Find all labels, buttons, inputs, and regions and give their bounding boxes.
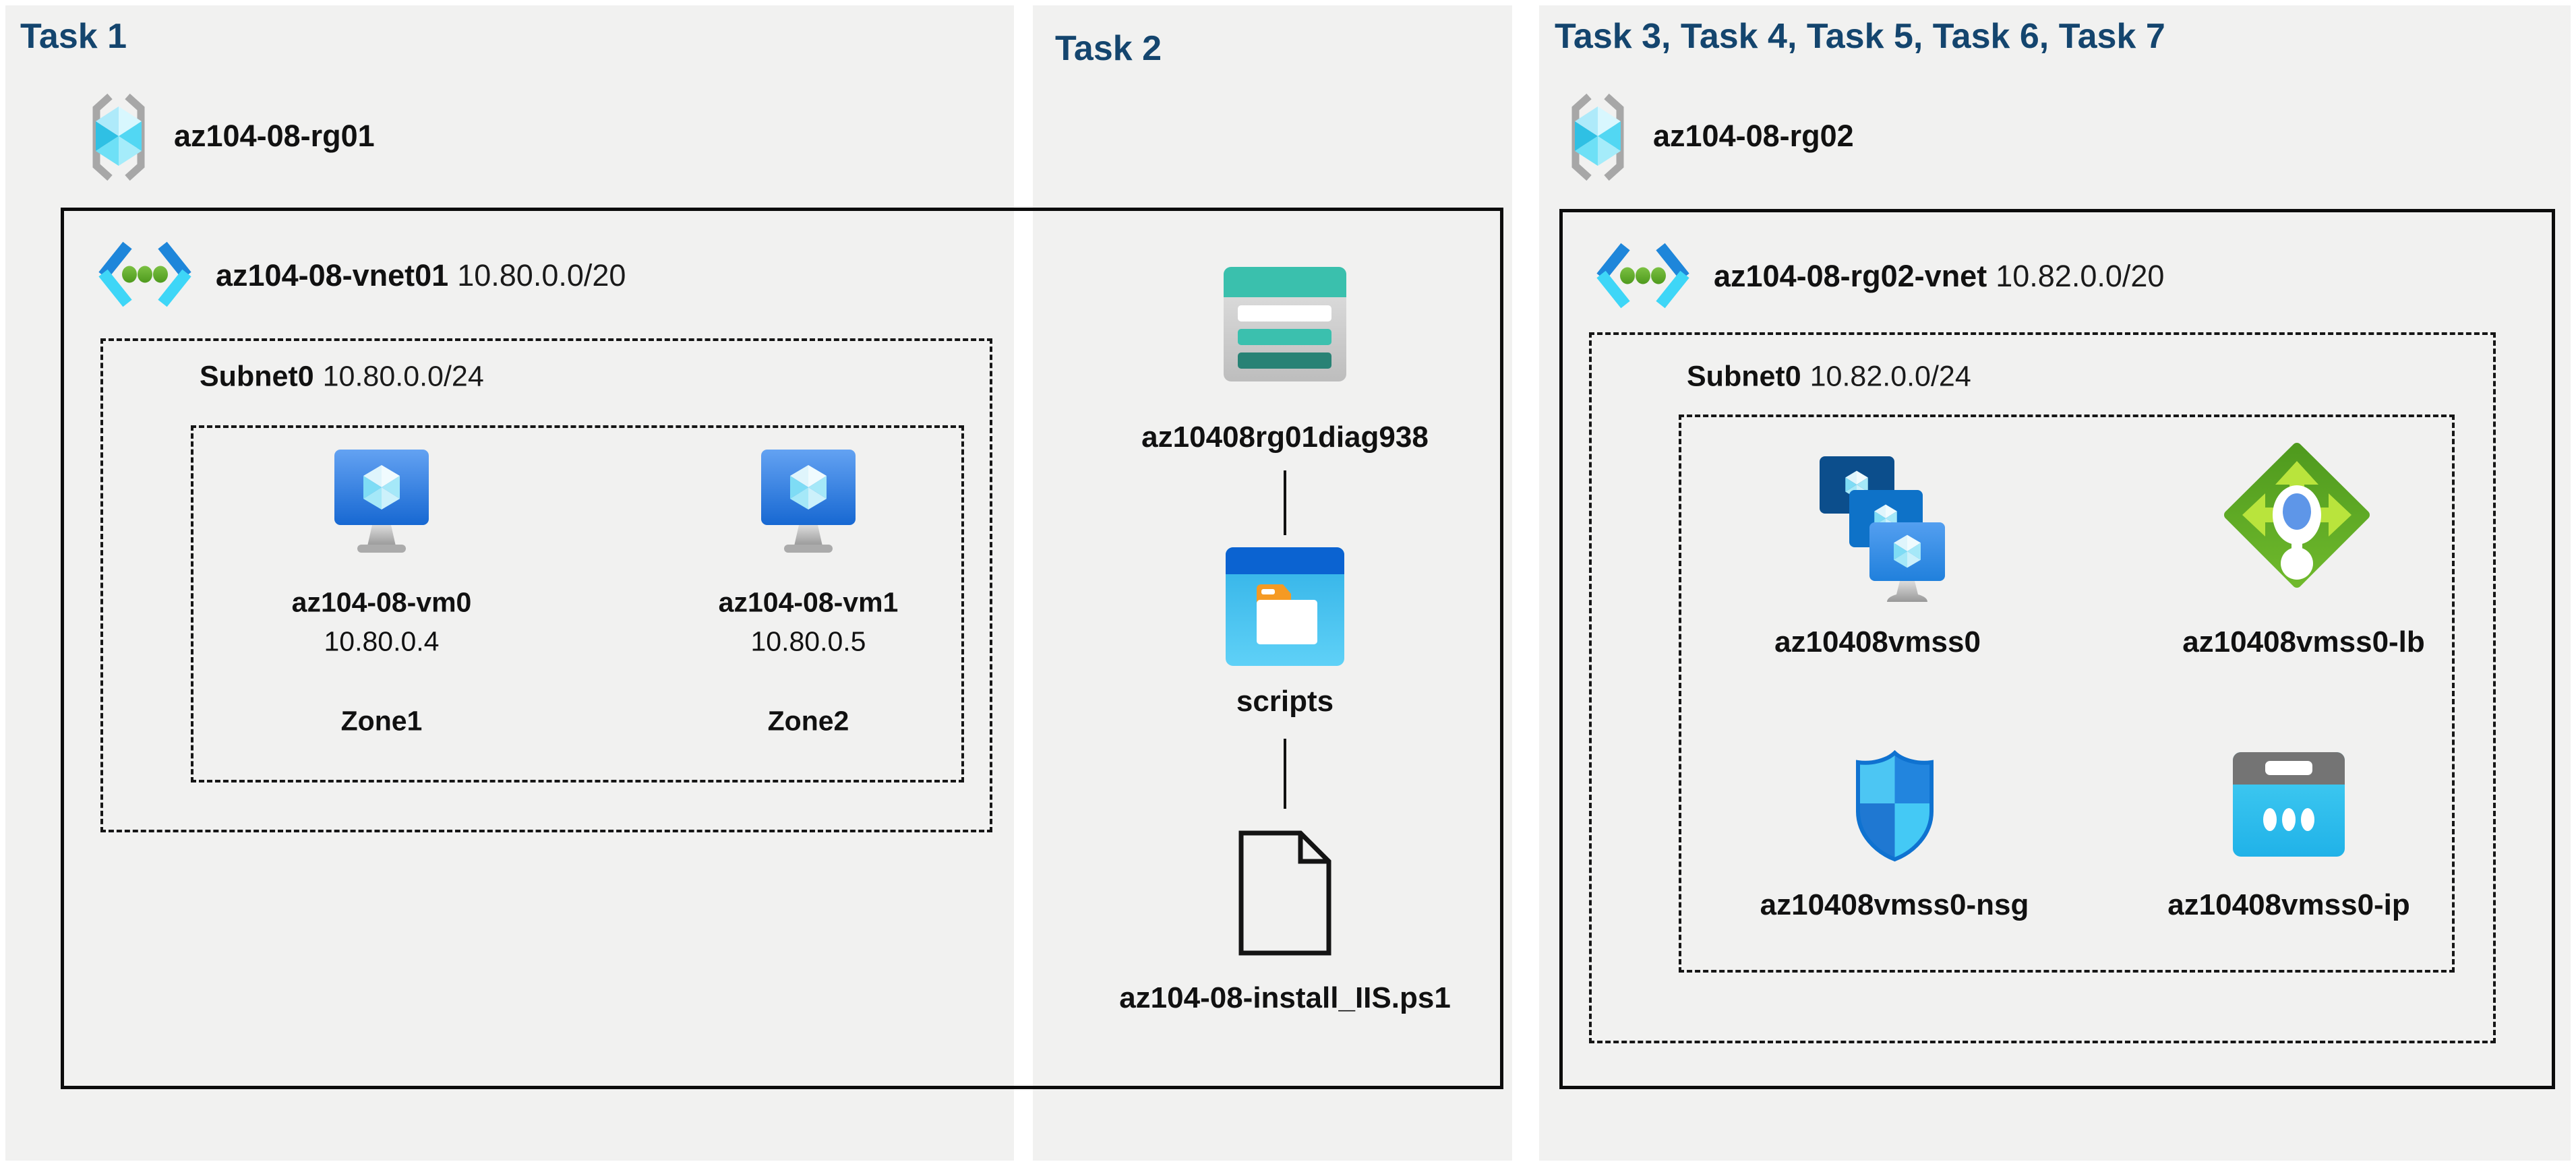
storage-account-icon (1224, 267, 1346, 381)
connector-line-scripts-file (1284, 739, 1286, 809)
vmss-inner-box-task3 (1679, 415, 2455, 973)
vnet02-name: az104-08-rg02-vnet (1714, 259, 1987, 293)
subnet0-cidr-task1: 10.80.0.0/24 (322, 360, 484, 393)
storage-account-label: az10408rg01diag938 (1141, 421, 1429, 454)
ps1-file-label: az104-08-install_IIS.ps1 (1119, 981, 1451, 1014)
load-balancer-label: az10408vmss0-lb (2182, 625, 2425, 658)
resource-group-icon (1571, 93, 1624, 181)
vnet02-label: az104-08-rg02-vnet 10.82.0.0/20 (1714, 259, 2164, 294)
vm0-ip: 10.80.0.4 (324, 625, 440, 657)
vm0-name: az104-08-vm0 (291, 586, 472, 618)
public-ip-label: az10408vmss0-ip (2167, 888, 2410, 921)
scripts-label: scripts (1236, 685, 1334, 718)
task2-title: Task 2 (1055, 29, 1162, 68)
public-ip-icon (2233, 752, 2345, 857)
panel-task1 (5, 5, 1014, 1161)
task1-title: Task 1 (20, 17, 127, 56)
vm0-zone: Zone1 (340, 705, 423, 737)
vnet-icon (98, 241, 191, 307)
task3-title: Task 3, Task 4, Task 5, Task 6, Task 7 (1555, 17, 2165, 56)
vm1-ip: 10.80.0.5 (750, 625, 866, 657)
subnet0-box-task3 (1589, 332, 2496, 1043)
vmss-label: az10408vmss0 (1774, 625, 1981, 658)
subnet0-name-task1: Subnet0 (200, 360, 314, 393)
resource-group-icon (92, 93, 145, 181)
vnet01-container-box (61, 208, 1503, 1089)
vm1-zone: Zone2 (767, 705, 849, 737)
subnet0-cidr-task3: 10.82.0.0/24 (1809, 360, 1971, 393)
vmss-icon (1820, 456, 1945, 602)
virtual-machine-icon (334, 450, 429, 553)
vm1-name: az104-08-vm1 (718, 586, 899, 618)
load-balancer-icon (2224, 443, 2370, 588)
connector-line-storage-scripts (1284, 470, 1286, 535)
rg02-label: az104-08-rg02 (1653, 119, 1854, 153)
vnet01-cidr: 10.80.0.0/20 (457, 258, 626, 293)
scripts-folder-icon (1226, 547, 1344, 666)
virtual-machine-icon (761, 450, 856, 553)
vnet01-name: az104-08-vnet01 (216, 258, 449, 293)
nsg-label: az10408vmss0-nsg (1760, 888, 2029, 921)
rg02-vnet-container-box (1559, 209, 2555, 1089)
ps1-file-icon (1238, 830, 1331, 956)
rg01-label: az104-08-rg01 (174, 119, 375, 153)
vnet02-cidr: 10.82.0.0/20 (1996, 259, 2165, 293)
vnet-icon (1596, 243, 1689, 309)
vm-zone-box-task1 (191, 425, 964, 783)
nsg-shield-icon (1856, 749, 1934, 862)
subnet0-name-task3: Subnet0 (1687, 360, 1801, 393)
subnet0-box-task1 (100, 338, 992, 832)
panel-task3 (1539, 5, 2571, 1161)
